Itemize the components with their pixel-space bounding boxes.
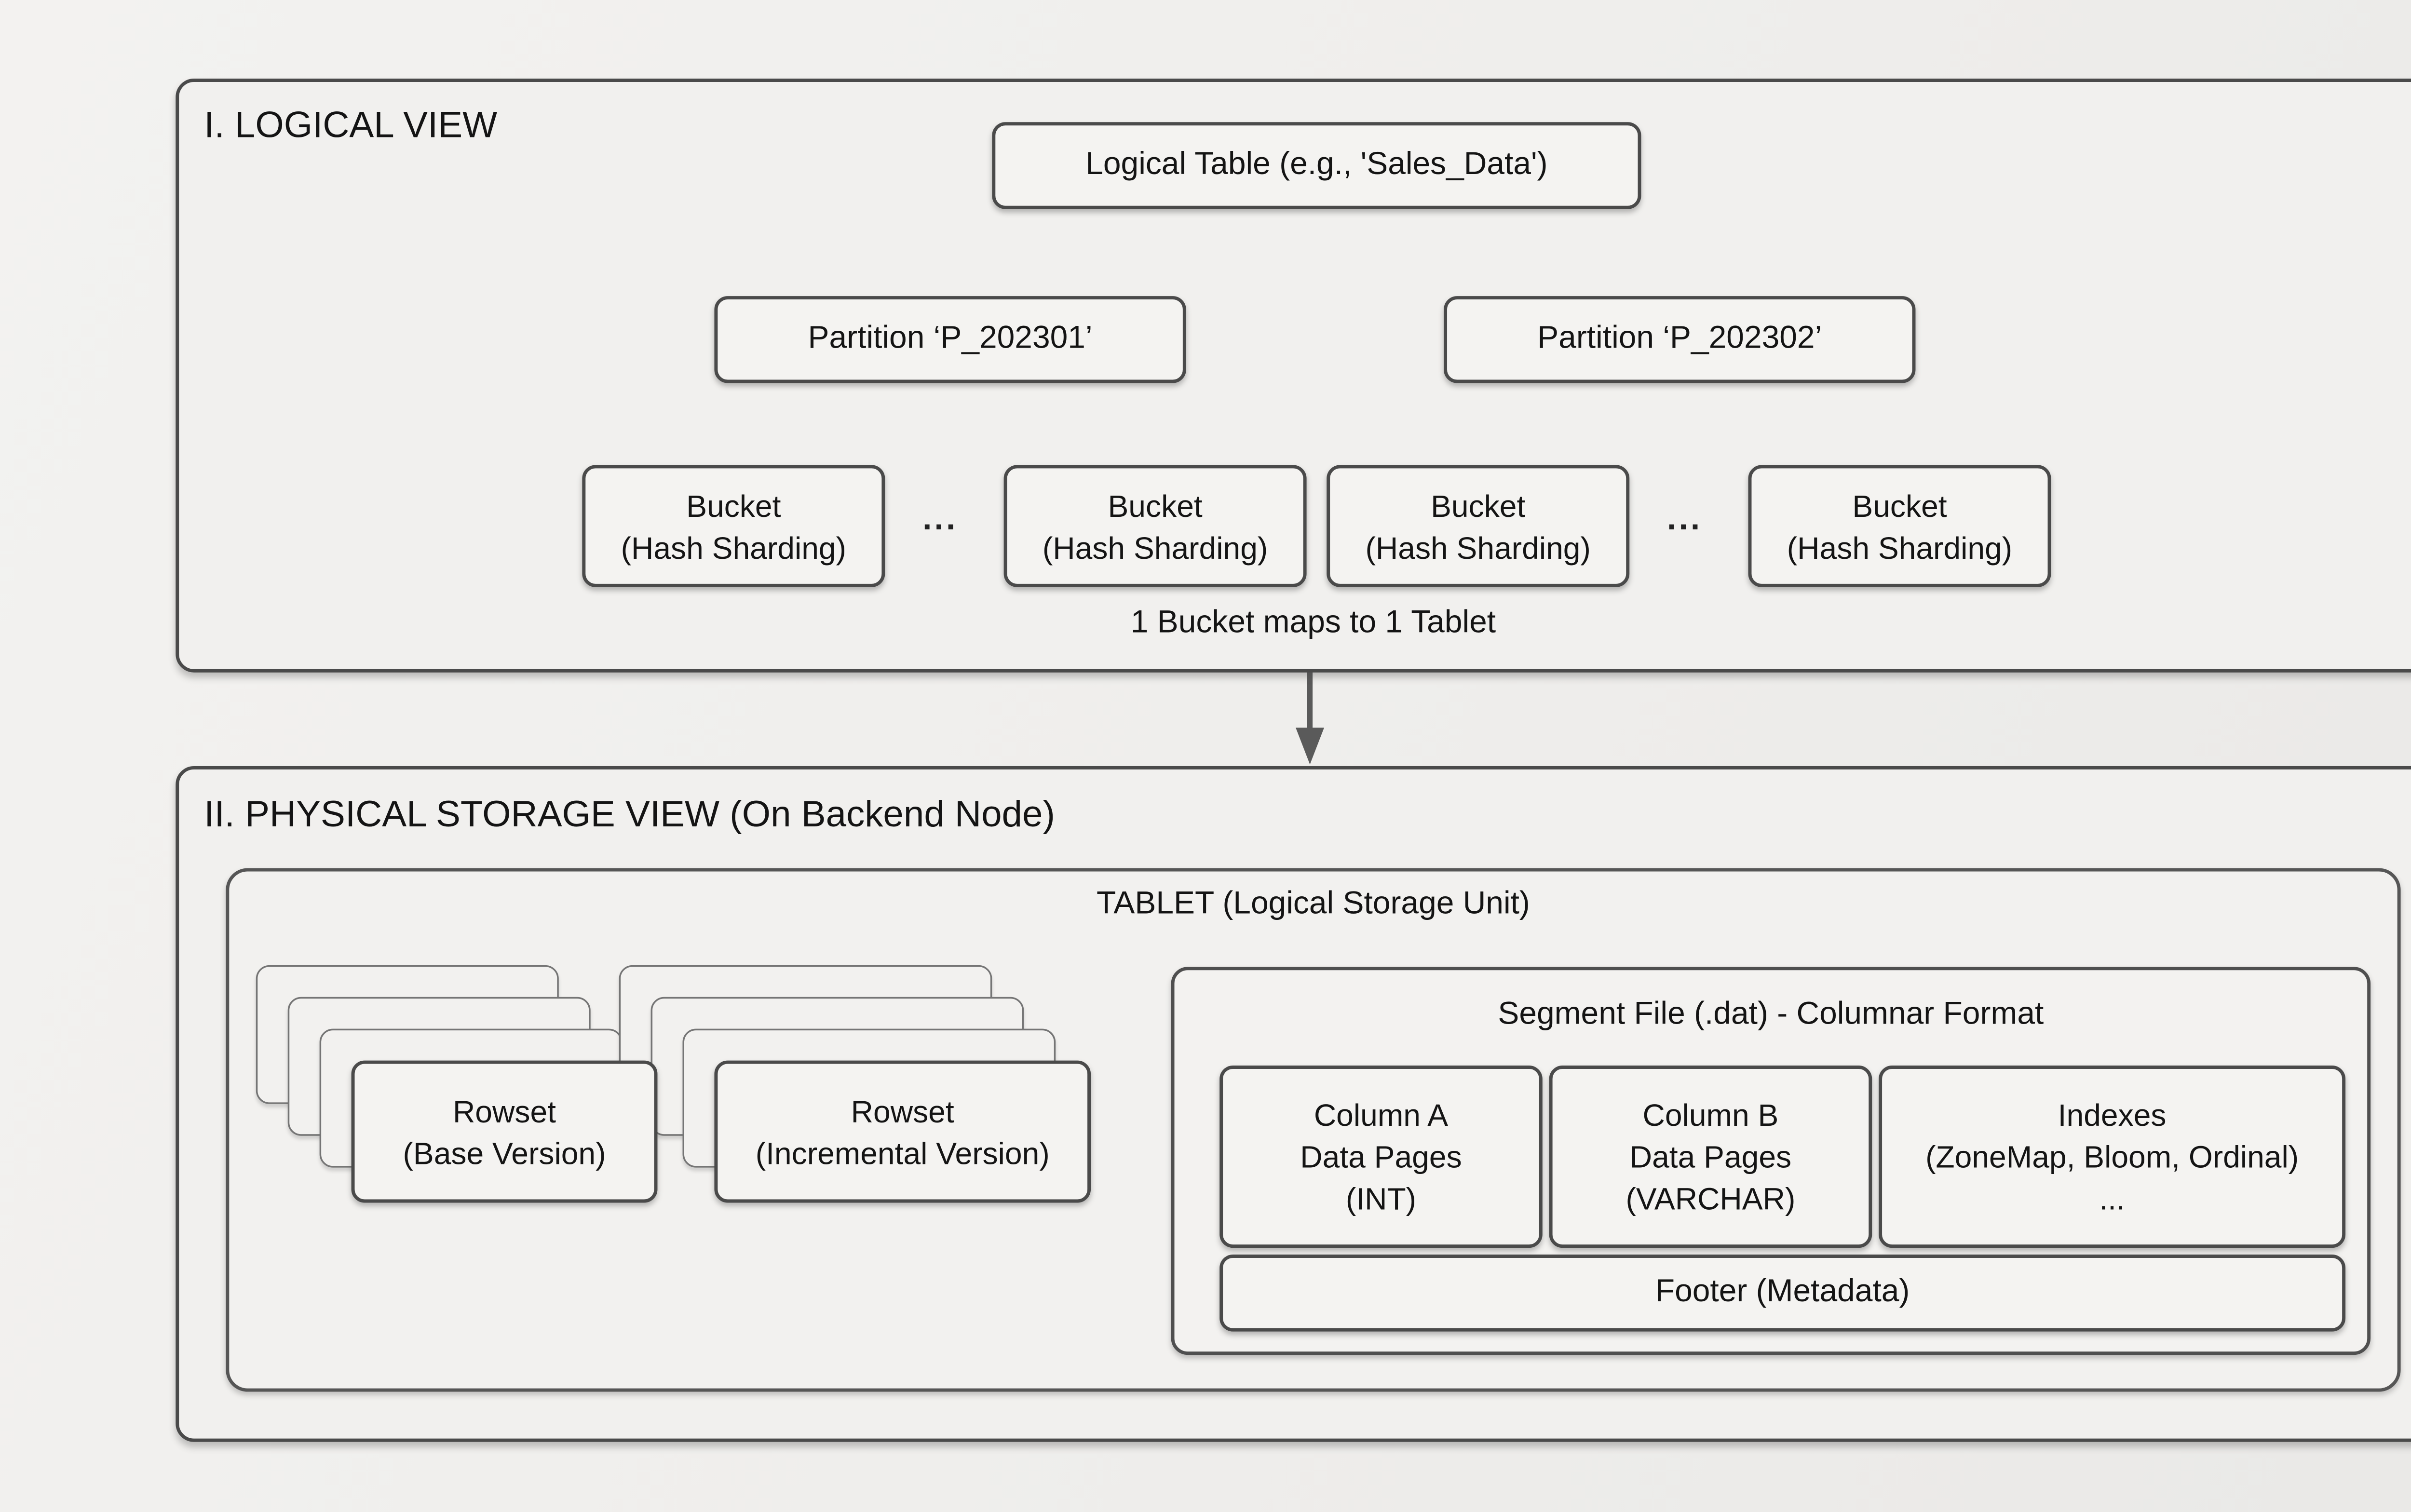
column-b-node: Column B Data Pages (VARCHAR): [1549, 1066, 1872, 1248]
partition-label: Partition ‘P_202301’: [808, 321, 1093, 356]
bucket-ellipsis: ...: [1666, 501, 1703, 538]
bucket-ellipsis: ...: [922, 501, 958, 538]
segment-file-container: Segment File (.dat) - Columnar Format Co…: [1171, 967, 2371, 1355]
bucket-node-3: Bucket (Hash Sharding): [1327, 465, 1630, 587]
bucket-tablet-note: 1 Bucket maps to 1 Tablet: [1130, 605, 1496, 641]
physical-view-title: II. PHYSICAL STORAGE VIEW (On Backend No…: [204, 793, 1055, 835]
logical-view-title: I. LOGICAL VIEW: [204, 104, 498, 146]
column-a-node: Column A Data Pages (INT): [1219, 1066, 1543, 1248]
footer-node: Footer (Metadata): [1219, 1255, 2346, 1332]
bucket-node-4: Bucket (Hash Sharding): [1748, 465, 2051, 587]
bucket-node-1: Bucket (Hash Sharding): [582, 465, 885, 587]
partition-node-p202302: Partition ‘P_202302’: [1444, 296, 1916, 383]
logical-table-node: Logical Table (e.g., 'Sales_Data'): [992, 122, 1641, 209]
rowset-base-node: Rowset (Base Version): [351, 1060, 658, 1203]
bucket-node-2: Bucket (Hash Sharding): [1003, 465, 1307, 587]
rowset-incremental-node: Rowset (Incremental Version): [714, 1060, 1091, 1203]
tablet-title: TABLET (Logical Storage Unit): [1097, 886, 1530, 922]
logical-table-label: Logical Table (e.g., 'Sales_Data'): [1085, 147, 1548, 183]
partition-node-p202301: Partition ‘P_202301’: [714, 296, 1186, 383]
segment-file-title: Segment File (.dat) - Columnar Format: [1498, 997, 2044, 1032]
partition-label: Partition ‘P_202302’: [1537, 321, 1822, 356]
indexes-node: Indexes (ZoneMap, Bloom, Ordinal) ...: [1879, 1066, 2346, 1248]
